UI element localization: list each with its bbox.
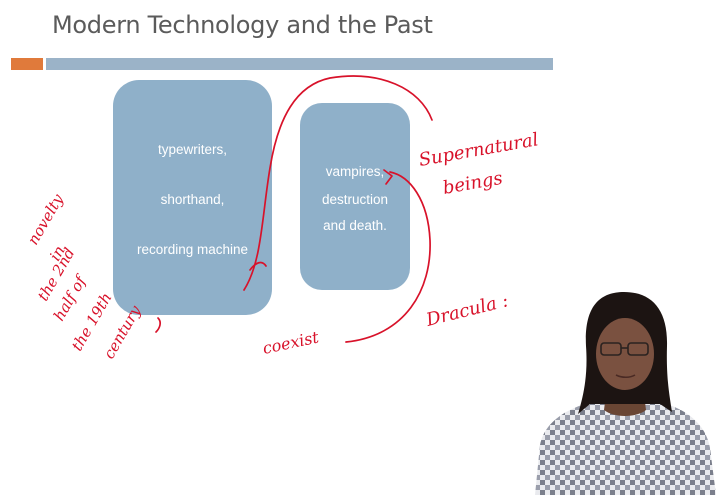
presenter-face (596, 318, 654, 390)
supernatural-box: vampires, destruction and death. (300, 103, 410, 290)
century-brace (155, 317, 162, 333)
presenter-glasses-right (627, 342, 649, 356)
super-line-death: and death. (323, 218, 387, 233)
arrow-hook (383, 169, 393, 185)
tech-item-typewriters: typewriters, (157, 142, 228, 157)
arrow-curve (345, 171, 431, 343)
super-line-vampires: vampires, (325, 164, 385, 179)
title-accent-bar-orange (11, 58, 43, 70)
super-line-destruction: destruction (321, 192, 389, 207)
presenter-mouth (615, 374, 636, 379)
tick-mark (249, 261, 267, 271)
slide-title: Modern Technology and the Past (52, 11, 433, 39)
connector-curve (243, 75, 433, 291)
presenter-shirt (535, 400, 716, 495)
technology-box: typewriters, shorthand, recording machin… (113, 80, 272, 315)
title-accent-bar-blue (46, 58, 553, 70)
tech-item-shorthand: shorthand, (160, 192, 225, 207)
tech-item-recording-machine: recording machine (136, 242, 249, 257)
presenter-glasses-left (600, 342, 622, 356)
